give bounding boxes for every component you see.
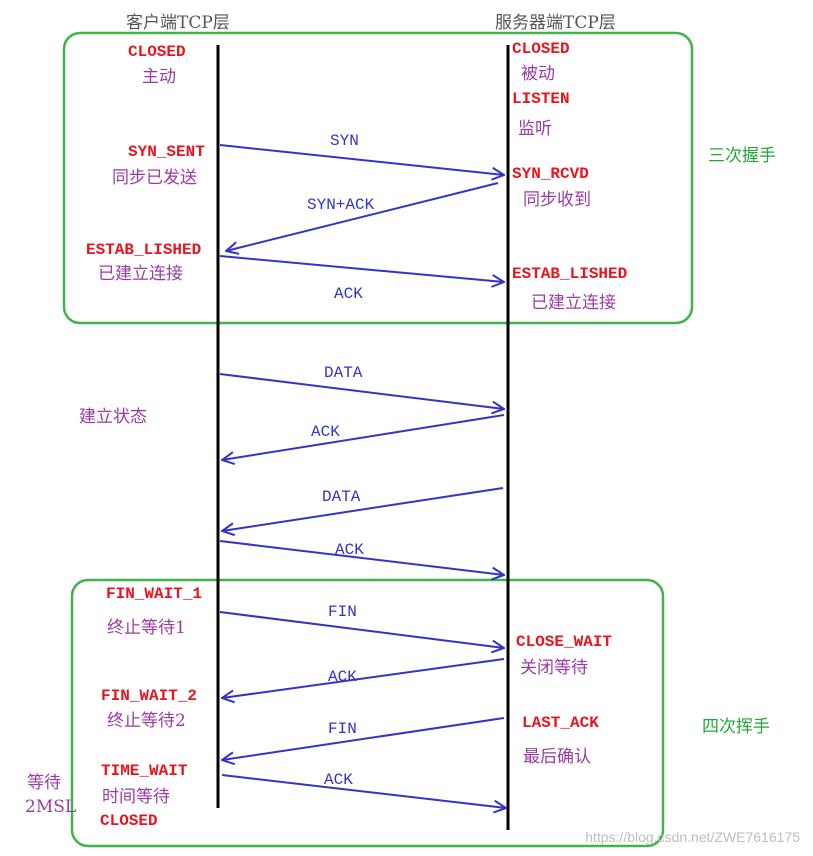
client-state-fin-wait-1: FIN_WAIT_1 [106,585,202,603]
data2-arrow [222,487,504,531]
client-label-active: 主动 [142,67,176,87]
server-state-closed: CLOSED [512,40,570,58]
syn-arrow [219,144,504,175]
fin2-arrow [222,717,505,760]
client-state-syn-sent: SYN_SENT [128,143,205,161]
ack1-arrow [219,255,504,282]
syn-ack-label: SYN+ACK [307,196,375,214]
wave-box [70,578,665,848]
server-label-established: 已建立连接 [531,293,616,313]
client-label-syn-sent: 同步已发送 [112,168,197,188]
ack1-label: ACK [334,285,363,303]
server-label-close-wait: 关闭等待 [520,658,588,678]
server-state-last-ack: LAST_ACK [522,714,599,732]
client-label-fin-wait-1: 终止等待1 [107,618,186,638]
ack2-label: ACK [311,423,340,441]
data1-arrow [219,373,504,409]
watermark: https://blog.csdn.net/ZWE7616175 [585,829,800,845]
server-state-listen: LISTEN [512,90,570,108]
client-header: 客户端TCP层 [126,13,230,33]
handshake-box [62,31,694,325]
ack5-label: ACK [324,771,353,789]
client-label-established: 已建立连接 [98,264,183,284]
fin2-label: FIN [328,720,357,738]
server-header: 服务器端TCP层 [495,13,616,33]
ack2-arrow [222,414,505,460]
data1-label: DATA [324,364,363,382]
client-state-fin-wait-2: FIN_WAIT_2 [101,687,197,705]
ack4-label: ACK [328,668,357,686]
client-state-established: ESTAB_LISHED [86,241,201,259]
client-label-fin-wait-2: 终止等待2 [107,711,186,731]
fin1-label: FIN [328,603,357,621]
server-state-syn-rcvd: SYN_RCVD [512,165,589,183]
client-state-closed-end: CLOSED [100,812,158,830]
ack3-label: ACK [335,541,364,559]
server-label-syn-rcvd: 同步收到 [523,190,591,210]
server-state-close-wait: CLOSE_WAIT [516,633,612,651]
server-state-established: ESTAB_LISHED [512,265,627,283]
client-state-closed: CLOSED [128,43,186,61]
data2-label: DATA [322,488,361,506]
fin1-arrow [219,611,504,648]
syn-label: SYN [330,132,359,150]
syn-ack-arrow [226,182,499,251]
server-label-passive: 被动 [521,64,555,84]
ack5-arrow [221,774,506,808]
ack4-arrow [222,658,505,698]
server-label-listen: 监听 [518,119,552,139]
ack3-arrow [219,540,504,575]
wait-label-line2: 2MSL [25,797,76,817]
wait-label-line1: 等待 [27,773,61,793]
handshake-label: 三次握手 [708,146,776,166]
client-label-time-wait: 时间等待 [102,787,170,807]
server-label-last-ack: 最后确认 [523,747,591,767]
established-state-label: 建立状态 [79,407,147,427]
wave-label: 四次挥手 [702,717,770,737]
client-state-time-wait: TIME_WAIT [101,762,188,780]
